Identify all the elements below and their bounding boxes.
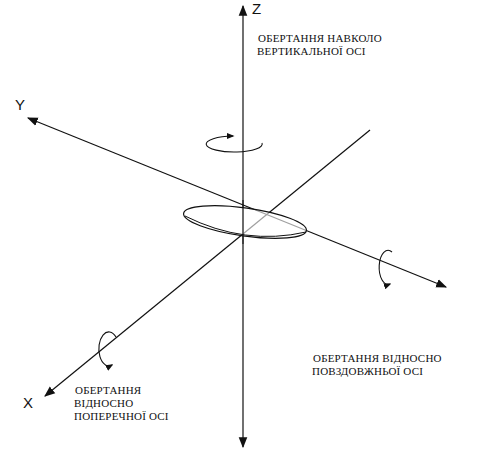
body-ellipse xyxy=(182,200,309,245)
z-axis-through-body xyxy=(243,200,244,244)
rotation-caption: ОБЕРТАННЯ ВІДНОСНО ПОПЕРЕЧНОЇ ОСІ xyxy=(74,384,194,424)
label-text: ОБЕРТАННЯ ВІДНОСНО ПОВЗДОВЖНЬОЇ ОСІ xyxy=(312,352,442,377)
rotation-caption: ОБЕРТАННЯ НАВКОЛО ВЕРТИКАЛЬНОЇ ОСІ xyxy=(257,32,407,58)
axis-letter: Z xyxy=(251,0,262,18)
axis-letter: X xyxy=(22,394,34,412)
roll-rotation-arrow xyxy=(379,250,392,284)
label-text: Z xyxy=(251,0,262,17)
y-axis xyxy=(28,118,446,287)
label-text: ОБЕРТАННЯ ВІДНОСНО ПОПЕРЕЧНОЇ ОСІ xyxy=(74,384,170,422)
yaw-rotation-arrow xyxy=(206,136,262,152)
pitch-rotation-arrow xyxy=(99,332,116,366)
rotation-caption: ОБЕРТАННЯ ВІДНОСНО ПОВЗДОВЖНЬОЇ ОСІ xyxy=(312,352,477,378)
label-text: X xyxy=(22,394,34,411)
label-text: ОБЕРТАННЯ НАВКОЛО ВЕРТИКАЛЬНОЇ ОСІ xyxy=(257,32,382,57)
axis-letter: Y xyxy=(14,96,26,114)
label-text: Y xyxy=(14,96,26,113)
z-axis xyxy=(242,6,243,447)
